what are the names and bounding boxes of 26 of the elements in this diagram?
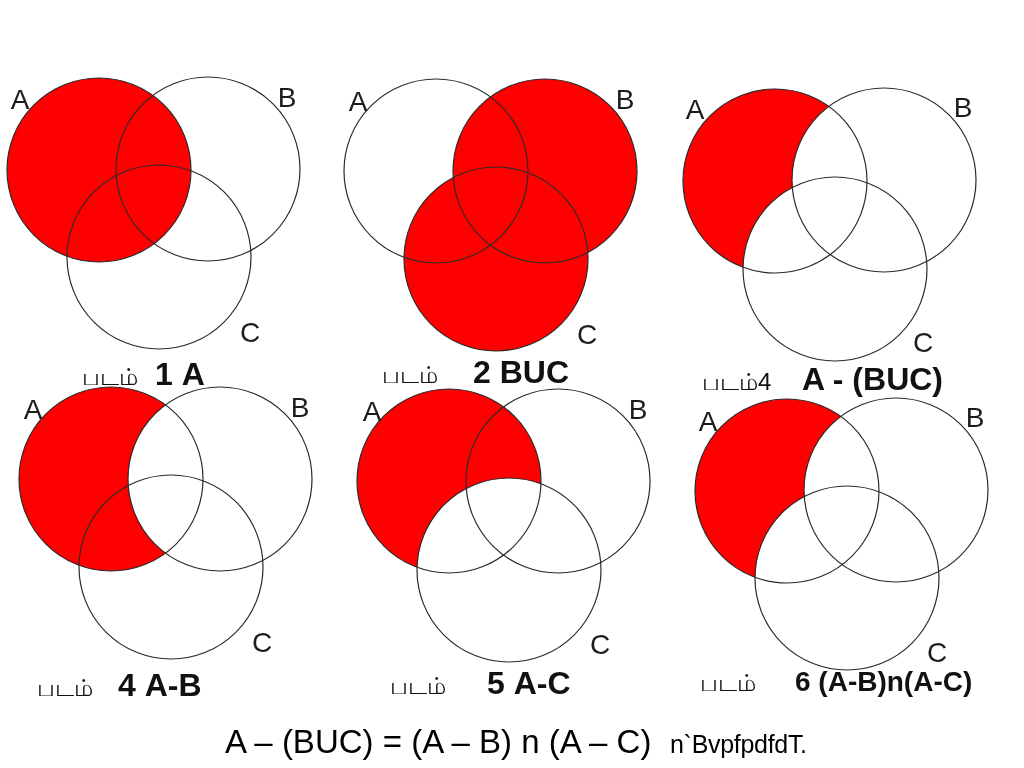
set-label: A (348, 88, 368, 116)
set-label: C (926, 639, 948, 667)
set-label: C (251, 629, 273, 657)
set-label: A (362, 398, 382, 426)
set-label: B (277, 84, 297, 112)
figure-caption: படம் 6 (A-B)n(A-C) (700, 668, 973, 696)
figure-caption: படம் 4 A-B (37, 669, 202, 701)
set-label: B (965, 404, 985, 432)
set-label: C (589, 631, 611, 659)
set-label: C (576, 321, 598, 349)
set-label: B (953, 94, 973, 122)
equation: A – (BUC) = (A – B) n (A – C) (225, 725, 652, 758)
set-label: B (290, 394, 310, 422)
set-label: B (615, 86, 635, 114)
figure-caption: படம் 5 A-C (390, 667, 571, 699)
set-label: A (698, 408, 718, 436)
set-label: A (10, 86, 30, 114)
set-label: C (912, 329, 934, 357)
figure-caption: படம்4 A - (BUC) (702, 363, 943, 395)
note-text: n`BvpfpdfdT. (670, 732, 807, 757)
set-label: C (239, 319, 261, 347)
figure-caption: படம் 1 A (82, 358, 205, 390)
set-label: A (23, 396, 43, 424)
figure-caption: படம் 2 BUC (382, 356, 569, 388)
set-label: A (685, 96, 705, 124)
set-label: B (628, 396, 648, 424)
